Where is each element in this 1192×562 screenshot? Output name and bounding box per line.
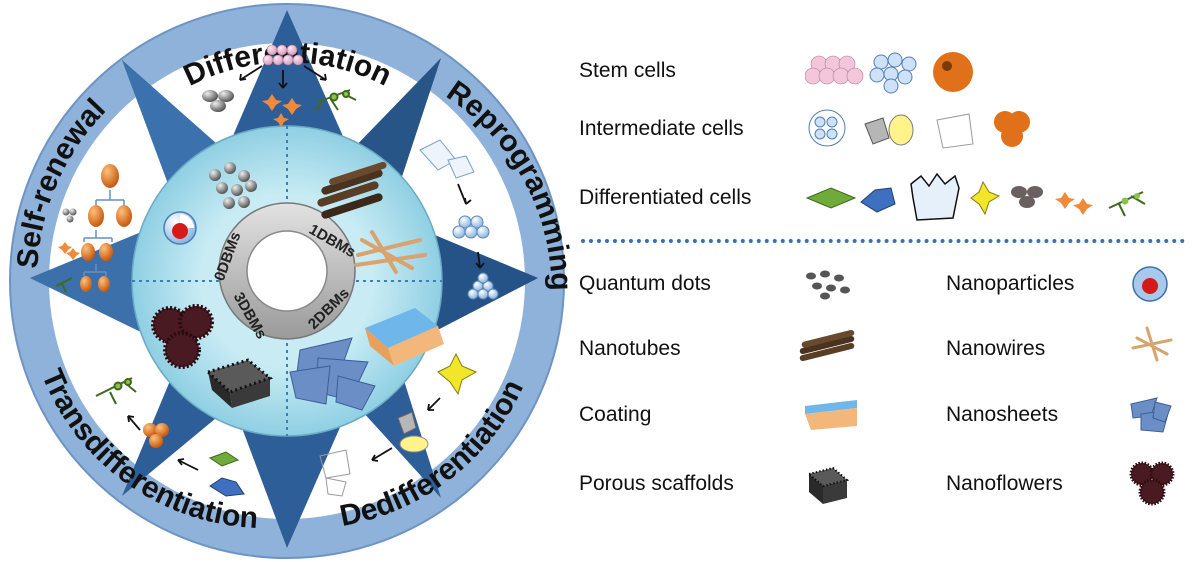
intermediate-cells-icons [808, 109, 1030, 149]
diff-gray-cells [202, 90, 234, 112]
self-renewal-lineage [80, 164, 132, 292]
cell-fate-wheel: Differentiation Reprogramming Dedifferen… [9, 3, 575, 559]
differentiated-cells-icons [805, 172, 1146, 221]
nanoflowers-cluster [151, 304, 214, 369]
repro-fibroblasts [419, 139, 475, 179]
dediff-yellow-cell [437, 352, 478, 396]
dediff-outline-cells [319, 449, 351, 497]
repro-arrow-2 [475, 251, 485, 269]
legend-quantum-dots-label: Quantum dots [579, 272, 711, 295]
nanowires-sticks [354, 230, 427, 274]
repro-ips-cluster [467, 272, 499, 300]
diff-neuron-cells [314, 89, 357, 111]
legend-differentiated-cells-label: Differentiated cells [579, 186, 752, 209]
legend-nanoflowers-label: Nanoflowers [946, 472, 1063, 495]
porous-scaffolds-icon [806, 466, 850, 504]
porous-scaffold-block [205, 358, 274, 408]
legend-nanotubes-label: Nanotubes [579, 337, 681, 360]
trans-arrow-2 [177, 458, 199, 471]
nanoflowers-icon [1129, 461, 1175, 506]
coating-layer [365, 308, 444, 366]
trans-arrow-1 [127, 415, 141, 431]
dediff-arrow-1 [427, 397, 441, 411]
legend-stem-cells-label: Stem cells [579, 59, 676, 82]
repro-arrow-1 [457, 183, 472, 205]
repro-intermediate-cluster [452, 215, 490, 239]
stem-cells-icons [805, 52, 973, 94]
quantum-dots-icon [806, 270, 850, 300]
dediff-intermediate-cell [397, 411, 429, 453]
diff-arrows [239, 65, 327, 89]
trans-source-cells [208, 451, 245, 497]
nanotubes-bundle [317, 161, 387, 219]
legend-coating-label: Coating [579, 403, 652, 426]
trans-orange-cluster [143, 423, 169, 448]
nanowires-icon [1131, 326, 1173, 362]
legend-nanoparticles-label: Nanoparticles [946, 272, 1075, 295]
legend-nanowires-label: Nanowires [946, 337, 1046, 360]
nanosheets-icon [1130, 397, 1172, 433]
coating-icon [805, 400, 857, 430]
diff-stem-cluster [262, 44, 304, 66]
legend-intermediate-cells-label: Intermediate cells [579, 117, 744, 140]
dediff-arrow-2 [371, 447, 393, 462]
trans-neuron-cells [95, 377, 137, 405]
self-renewal-side-cells [55, 208, 80, 293]
legend-panel: Stem cells Intermediate cells Differenti… [575, 0, 1192, 562]
quantum-dots-cluster [209, 162, 257, 209]
nanotubes-icon [799, 329, 855, 362]
diff-orange-stars [262, 94, 302, 127]
nanoparticles-icon [1132, 266, 1168, 302]
legend-porous-scaffolds-label: Porous scaffolds [579, 472, 734, 495]
legend-divider [581, 239, 1185, 243]
nanoparticle-core-shell [163, 211, 197, 245]
legend-nanosheets-label: Nanosheets [946, 403, 1059, 426]
nanosheets-stack [289, 337, 376, 411]
